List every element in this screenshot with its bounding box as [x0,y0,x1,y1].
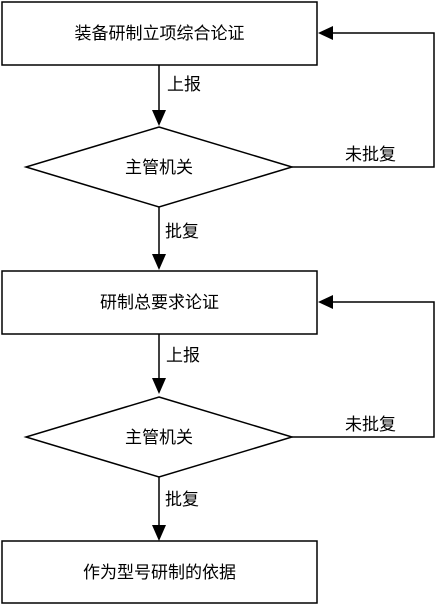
edge-label-approve-2: 批复 [165,490,199,510]
arrow-report-1-head [152,110,166,126]
node-box-step2 [1,270,318,335]
node-box-step1 [1,1,318,66]
node-label-step2: 研制总要求论证 [100,293,219,313]
edge-label-report-1: 上报 [167,75,201,95]
node-label-step1: 装备研制立项综合论证 [75,24,245,44]
arrow-reject-2-line [292,301,435,438]
arrow-approve-1-head [152,254,166,270]
edge-label-report-2: 上报 [166,346,200,366]
edge-label-reject-1: 未批复 [345,145,396,165]
arrow-reject-1-head [318,26,333,40]
node-label-decision1: 主管机关 [125,158,193,178]
arrow-reject-2-head [318,295,333,309]
edge-label-approve-1: 批复 [165,222,199,242]
node-label-decision2: 主管机关 [125,428,193,448]
arrow-report-2-head [152,378,166,394]
arrow-reject-1-line [292,32,435,168]
arrow-approve-2-head [152,525,166,541]
node-label-step3: 作为型号研制的依据 [83,563,236,583]
edge-label-reject-2: 未批复 [345,415,396,435]
node-box-step3 [1,540,318,604]
